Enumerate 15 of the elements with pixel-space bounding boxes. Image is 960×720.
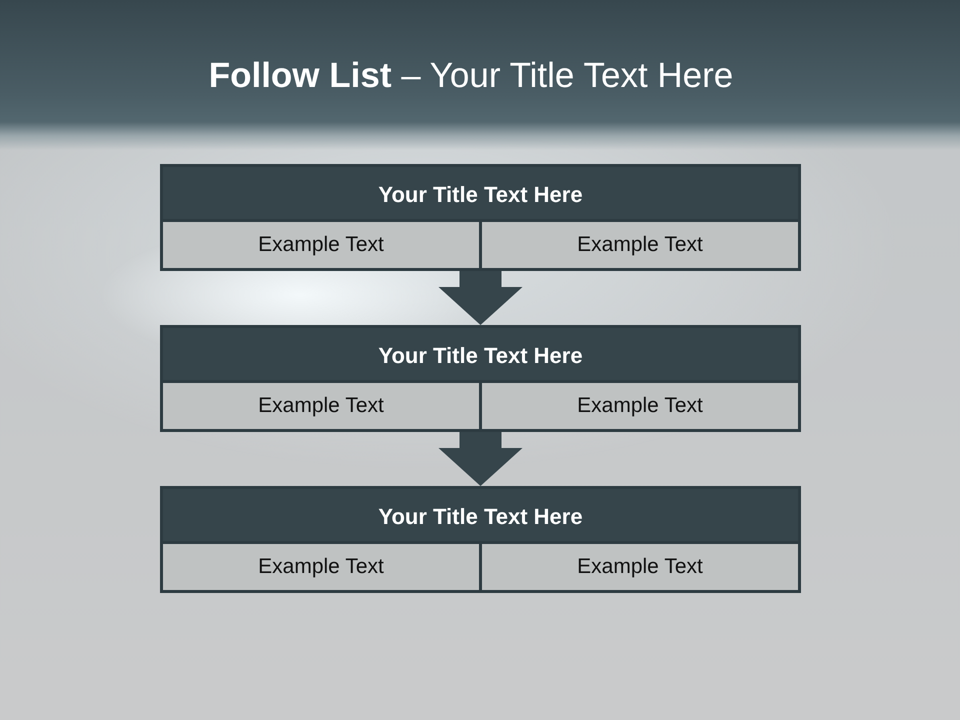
step-title: Your Title Text Here — [377, 342, 584, 370]
block-arrow — [438, 432, 522, 486]
step-title: Your Title Text Here — [377, 503, 584, 531]
list-item: Example Text — [479, 380, 801, 432]
step-panel — [160, 486, 801, 593]
list-item: Example Text — [160, 541, 482, 593]
list-item: Example Text — [479, 219, 801, 271]
step-panel — [160, 164, 801, 271]
slide-title: Follow List – Your Title Text Here — [208, 55, 734, 97]
list-item: Example Text — [160, 219, 482, 271]
list-item: Example Text — [479, 541, 801, 593]
step-title: Your Title Text Here — [377, 181, 584, 209]
list-item: Example Text — [160, 380, 482, 432]
step-panel — [160, 325, 801, 432]
block-arrow — [438, 271, 522, 325]
